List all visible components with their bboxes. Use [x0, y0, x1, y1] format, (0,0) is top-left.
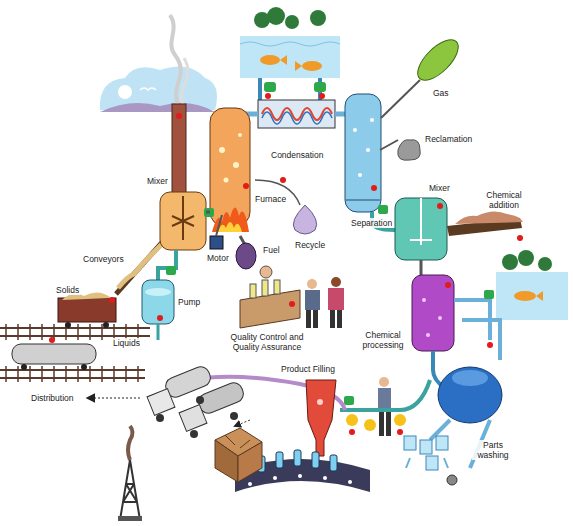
- part-label: Pump: [177, 297, 201, 307]
- part-label: Chemical addition: [482, 190, 526, 210]
- part-label: Distribution: [30, 393, 75, 403]
- part-label: Gas: [432, 88, 450, 98]
- part-label: Parts washing: [472, 440, 514, 460]
- part-label: Furnace: [254, 194, 287, 204]
- part-label: Separation: [350, 218, 393, 228]
- part-label: Fuel: [262, 245, 281, 255]
- part-label: Mixer: [428, 183, 451, 193]
- part-label: Solids: [55, 285, 80, 295]
- part-label: Reclamation: [424, 134, 473, 144]
- part-label: Recycle: [294, 240, 326, 250]
- part-label: Quality Control and Quality Assurance: [224, 332, 310, 352]
- part-label: Motor: [206, 253, 230, 263]
- part-label: Condensation: [270, 150, 324, 160]
- part-label: Chemical processing: [356, 330, 410, 350]
- part-label: Product Filling: [280, 364, 336, 374]
- part-label: Conveyors: [82, 254, 125, 264]
- part-label: Mixer: [146, 176, 169, 186]
- part-label: Liquids: [112, 338, 141, 348]
